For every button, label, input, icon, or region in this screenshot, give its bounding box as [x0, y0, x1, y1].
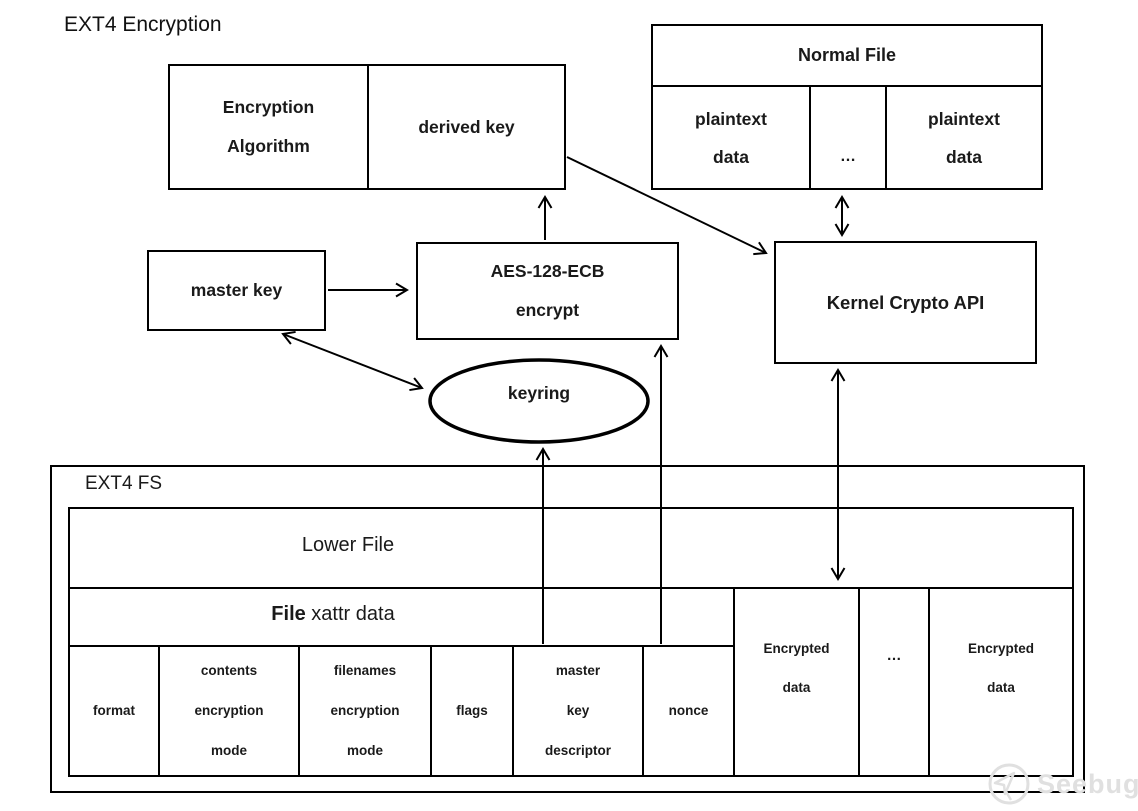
encrypted-data-cell-left: Encrypted data: [733, 587, 860, 777]
normal-file-ellipsis-cell: …: [809, 85, 887, 190]
contents-line3: mode: [210, 743, 247, 758]
mkd-line3: descriptor: [544, 743, 612, 758]
plaintext-cell-right: plaintext data: [885, 85, 1043, 190]
normal-file-title: Normal File: [797, 45, 897, 65]
file-xattr-bold: File: [271, 603, 306, 625]
file-xattr-rest: xattr data: [305, 603, 395, 625]
lower-file-label: Lower File: [301, 534, 395, 556]
aes-encrypt-box: AES-128-ECB encrypt: [416, 242, 679, 340]
field-master-key-descriptor: master key descriptor: [512, 645, 644, 777]
derived-key-cell: derived key: [369, 66, 564, 188]
encryption-algorithm-line2: Algorithm: [227, 136, 310, 156]
aes-line2: encrypt: [515, 300, 580, 320]
file-xattr-row: [68, 587, 735, 647]
normal-file-table: Normal File plaintext data … plaintext d…: [651, 24, 1043, 190]
nonce-label: nonce: [668, 703, 709, 718]
aes-line1: AES-128-ECB: [490, 261, 605, 281]
plaintext-cell-left: plaintext data: [651, 85, 811, 190]
page-title: EXT4 Encryption: [64, 13, 222, 36]
encryption-algorithm-cell: Encryption Algorithm: [170, 66, 369, 188]
mkd-line2: key: [566, 703, 590, 718]
mkd-line1: master: [555, 663, 601, 678]
field-contents-encryption-mode: contents encryption mode: [158, 645, 300, 777]
filenames-line2: encryption: [330, 703, 400, 718]
encryption-algorithm-line1: Encryption: [222, 97, 315, 117]
ext4-fs-label: EXT4 FS: [85, 473, 163, 494]
field-flags: flags: [430, 645, 514, 777]
derived-key-label: derived key: [418, 116, 515, 137]
filenames-line3: mode: [346, 743, 383, 758]
keyring-label: keyring: [507, 383, 571, 403]
field-format: format: [68, 645, 160, 777]
format-label: format: [92, 703, 135, 718]
normal-file-header: Normal File: [651, 24, 1043, 87]
arrow-masterkey-keyring-bidirectional: [281, 330, 424, 392]
contents-line1: contents: [200, 663, 258, 678]
plaintext-right-line1: plaintext: [928, 108, 1000, 129]
watermark: Seebug: [985, 760, 1138, 808]
contents-line2: encryption: [194, 703, 264, 718]
plaintext-left-line1: plaintext: [695, 108, 767, 129]
filenames-line1: filenames: [333, 663, 397, 678]
plaintext-right-line2: data: [946, 146, 982, 167]
seebug-logo-icon: [988, 763, 1030, 805]
field-filenames-encryption-mode: filenames encryption mode: [298, 645, 432, 777]
encrypted-right-line2: data: [987, 680, 1015, 695]
kernel-crypto-api-box: Kernel Crypto API: [774, 241, 1037, 364]
kernel-crypto-api-label: Kernel Crypto API: [826, 292, 985, 313]
encrypted-left-line2: data: [782, 680, 811, 695]
encrypted-ellipsis-cell: …: [858, 587, 930, 777]
plaintext-left-line2: data: [713, 146, 749, 167]
encrypted-ellipsis: …: [886, 647, 902, 664]
file-xattr-label: File xattr data: [68, 603, 598, 626]
encrypted-left-line1: Encrypted: [763, 641, 830, 656]
ext4-fs-container: [50, 465, 1085, 793]
master-key-label: master key: [190, 280, 283, 300]
master-key-box: master key: [147, 250, 326, 331]
derived-key-table: Encryption Algorithm derived key: [168, 64, 566, 190]
watermark-text: Seebug: [1037, 768, 1138, 799]
normal-file-ellipsis: …: [840, 148, 856, 165]
flags-label: flags: [456, 703, 488, 718]
encrypted-data-cell-right: Encrypted data: [928, 587, 1074, 777]
field-nonce: nonce: [642, 645, 735, 777]
encrypted-right-line1: Encrypted: [967, 641, 1035, 656]
